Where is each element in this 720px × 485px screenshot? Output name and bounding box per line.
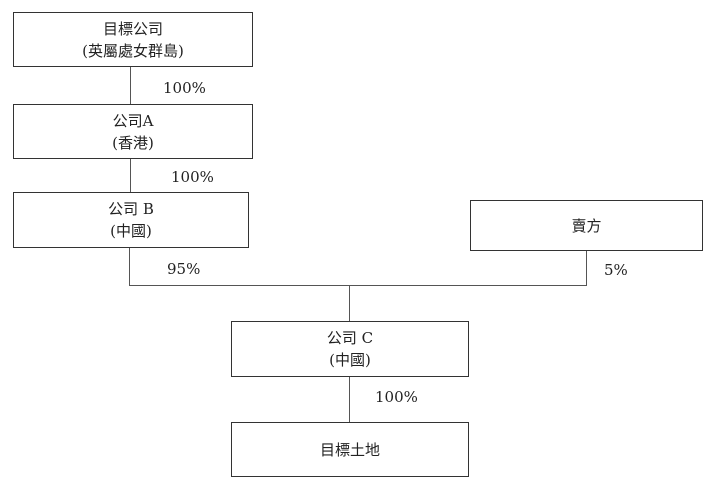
target-company-name: 目標公司 xyxy=(102,19,163,38)
connector-a-to-b xyxy=(130,158,131,192)
company-c-name: 公司 C xyxy=(326,329,374,347)
company-b-name: 公司 B xyxy=(108,200,154,218)
target-company-jurisdiction: (英屬處女群島) xyxy=(82,41,184,60)
company-c-box: 公司 C (中國) xyxy=(231,321,469,377)
seller-name: 賣方 xyxy=(571,216,602,235)
pct-c-to-land: 100% xyxy=(375,388,418,406)
target-land-box: 目標土地 xyxy=(231,422,469,477)
pct-a-to-b: 100% xyxy=(171,168,214,186)
connector-b-down xyxy=(129,247,130,285)
company-a-box: 公司A (香港) xyxy=(13,104,253,159)
connector-to-c xyxy=(349,285,350,321)
pct-b-to-c: 95% xyxy=(167,260,201,278)
connector-seller-down xyxy=(586,250,587,285)
connector-horizontal xyxy=(129,285,587,286)
company-a-name: 公司A xyxy=(112,111,154,130)
company-b-box: 公司 B (中國) xyxy=(13,192,249,248)
pct-seller-to-c: 5% xyxy=(604,261,628,279)
seller-box: 賣方 xyxy=(470,200,703,251)
target-company-box: 目標公司 (英屬處女群島) xyxy=(13,12,253,67)
company-c-jurisdiction: (中國) xyxy=(329,351,371,369)
target-land-name: 目標土地 xyxy=(319,440,380,459)
connector-target-to-a xyxy=(130,66,131,104)
pct-target-to-a: 100% xyxy=(163,79,206,97)
company-b-jurisdiction: (中國) xyxy=(110,222,152,240)
company-a-jurisdiction: (香港) xyxy=(112,133,154,152)
connector-c-to-land xyxy=(349,376,350,422)
